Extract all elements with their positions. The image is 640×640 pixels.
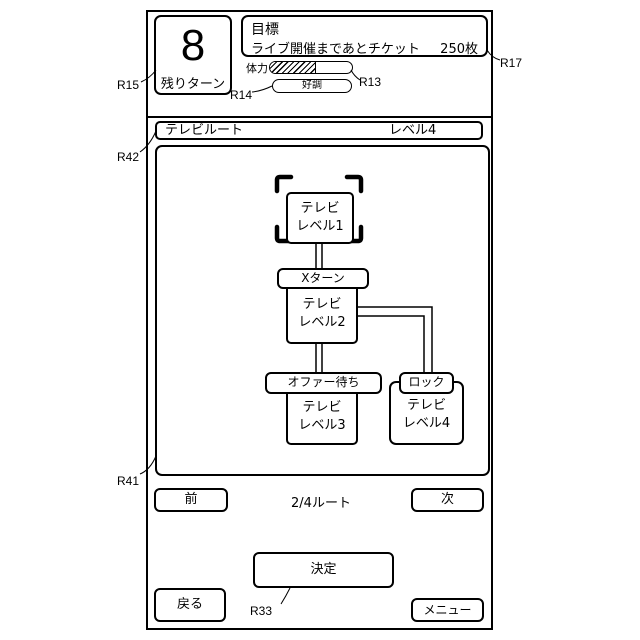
route-node-3-line2: レベル3 [288, 417, 356, 435]
route-node-4-line2: レベル4 [391, 415, 462, 433]
route-node-level-3[interactable]: テレビ レベル3 [286, 385, 358, 445]
menu-button[interactable]: メニュー [411, 598, 484, 622]
route-node-4-line1: テレビ [391, 397, 462, 415]
route-node-3-tag: オファー待ち [265, 372, 382, 394]
route-node-4-tag: ロック [399, 372, 454, 394]
decide-button[interactable]: 決定 [253, 552, 394, 588]
route-node-2-line2: レベル2 [288, 314, 356, 332]
route-node-1-line1: テレビ [288, 200, 352, 218]
route-node-level-2[interactable]: テレビ レベル2 [286, 284, 358, 344]
route-node-level-1[interactable]: テレビ レベル1 [286, 192, 354, 244]
next-route-button[interactable]: 次 [411, 488, 484, 512]
route-counter: 2/4ルート [258, 492, 384, 511]
connector-2-4-inner [358, 316, 424, 372]
route-node-1-line2: レベル1 [288, 218, 352, 236]
route-node-2-line1: テレビ [288, 296, 356, 314]
route-node-2-tag: Xターン [277, 268, 369, 289]
back-button[interactable]: 戻る [154, 588, 226, 622]
prev-route-button[interactable]: 前 [154, 488, 228, 512]
route-node-3-line1: テレビ [288, 399, 356, 417]
